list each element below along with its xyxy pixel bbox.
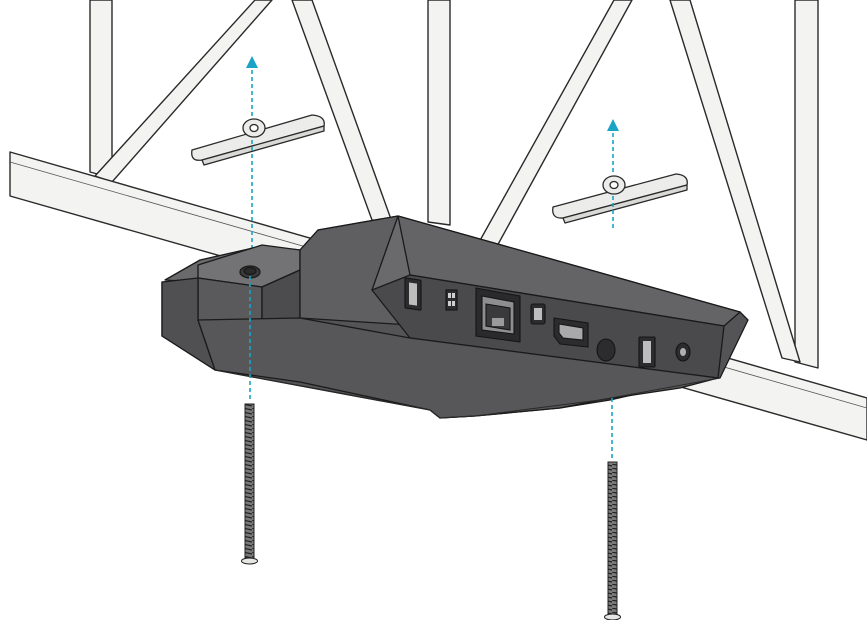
hdmi-port xyxy=(553,317,589,348)
wing-nut-left xyxy=(191,114,325,166)
ethernet-port xyxy=(475,287,521,343)
screw-head xyxy=(604,613,621,620)
wing-nut-right xyxy=(552,173,688,224)
dip-switch xyxy=(445,289,458,311)
power-jack xyxy=(675,342,691,362)
screw-left xyxy=(241,403,258,565)
mini-displayport xyxy=(530,303,546,325)
truss-post xyxy=(89,0,113,179)
truss-diagonal xyxy=(669,0,801,363)
guide-line-lower xyxy=(249,276,613,460)
usb-port xyxy=(638,336,656,368)
arrow-head-icon xyxy=(246,56,258,68)
truss-frame xyxy=(89,0,819,369)
truss-post xyxy=(794,0,819,369)
truss-diagonal xyxy=(291,0,393,223)
truss-diagonal xyxy=(94,0,273,183)
guide-arrow-left xyxy=(246,56,258,262)
truss-post xyxy=(427,0,451,226)
audio-jack xyxy=(596,338,616,362)
screw-right xyxy=(604,461,621,620)
guide-arrow-right xyxy=(607,119,619,230)
usb-port xyxy=(404,277,422,311)
arrow-head-icon xyxy=(607,119,619,131)
device xyxy=(161,215,749,419)
device-ports xyxy=(404,277,691,368)
screw-head xyxy=(241,557,258,565)
